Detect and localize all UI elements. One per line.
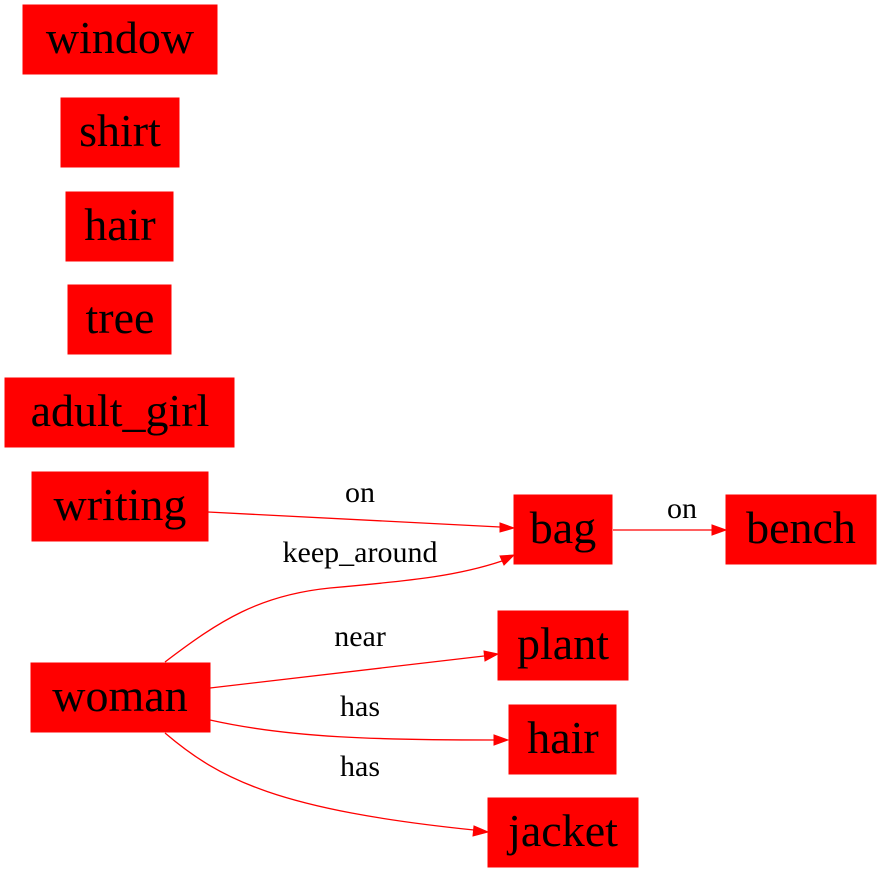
arrowhead <box>711 524 728 536</box>
node-label: window <box>46 12 195 63</box>
node-label: jacket <box>506 805 618 856</box>
node-label: woman <box>52 670 187 721</box>
node-window: window <box>22 4 218 75</box>
node-label: shirt <box>79 105 161 156</box>
node-shirt: shirt <box>60 97 180 168</box>
node-label: bag <box>530 502 596 553</box>
node-label: hair <box>527 712 599 763</box>
node-woman: woman <box>30 662 211 733</box>
edge-label: near <box>334 620 386 653</box>
node-adult-girl: adult_girl <box>4 377 235 448</box>
node-bag: bag <box>513 494 613 565</box>
edge-label: keep_around <box>283 536 438 569</box>
node-label: hair <box>84 199 156 250</box>
arrowhead <box>499 522 516 533</box>
edge-woman-bag: keep_around <box>164 536 516 663</box>
edge-woman-plant: near <box>209 620 500 689</box>
node-label: writing <box>54 479 187 530</box>
edge-label: has <box>340 690 380 723</box>
edge-label: on <box>345 476 375 509</box>
node-plant: plant <box>497 610 629 681</box>
edge-woman-jacket: has <box>164 732 490 837</box>
arrowhead <box>483 650 500 662</box>
edge-line <box>164 732 475 831</box>
node-label: bench <box>746 502 856 553</box>
node-label: adult_girl <box>31 385 210 436</box>
node-label: tree <box>86 292 155 343</box>
edge-label: on <box>667 492 697 525</box>
edge-line <box>164 560 503 663</box>
edge-line <box>209 719 495 741</box>
edge-label: has <box>340 750 380 783</box>
node-bench: bench <box>725 494 877 565</box>
node-jacket: jacket <box>487 797 639 868</box>
arrowhead <box>493 734 510 746</box>
edge-writing-bag: on <box>207 476 516 533</box>
node-hair: hair <box>508 704 617 775</box>
node-label: plant <box>517 618 609 669</box>
edge-bag-bench: on <box>613 492 728 536</box>
node-writing: writing <box>31 471 209 542</box>
node-tree: tree <box>67 284 172 355</box>
edge-woman-hair: has <box>209 690 510 746</box>
arrowhead <box>472 825 490 837</box>
node-hair: hair <box>65 191 174 262</box>
arrowhead <box>499 554 516 566</box>
edge-line <box>209 655 485 689</box>
edge-line <box>207 511 501 528</box>
